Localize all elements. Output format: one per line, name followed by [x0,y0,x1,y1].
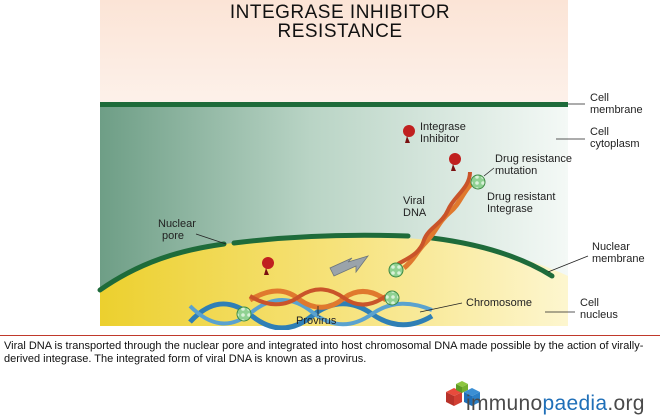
diagram-title-line2: RESISTANCE [277,21,402,42]
provirus-label: Provirus [296,315,337,327]
integrase-inhibitor-icon [403,125,415,143]
provirus-integrase-molecule [236,306,252,322]
caption-divider [0,335,660,336]
transport-arrow [329,255,370,277]
caption-text: Viral DNA is transported through the nuc… [4,340,644,365]
chromosome-integrase-molecule [384,290,400,306]
chromosome-strand-a [188,301,434,330]
nuclear-pore-label-1: Nuclear [158,218,196,230]
cell-cytoplasm-label-2: cytoplasm [590,138,640,150]
cell-membrane-label-1: Cell [590,92,609,104]
mutation-pointer [483,167,495,177]
logo-part-2: paedia [542,392,608,415]
nuclear-membrane-pointer [547,255,589,273]
chromosome-strand-b [188,298,433,327]
extracellular-region [100,0,568,104]
inhibitor-near-dna-icon [449,153,461,171]
drug-resistance-mutation-label-1: Drug resistance [495,153,572,165]
diagram-title-line1: INTEGRASE INHIBITOR [230,2,450,23]
drug-resistance-mutation-label-2: mutation [495,165,537,177]
immunopaedia-logo: immunopaedia.org [440,378,656,418]
cell-membrane-shape [100,102,568,107]
viral-dna-strand-b [396,171,472,266]
nuclear-membrane-right [429,235,555,279]
provirus-strand-b [248,287,388,307]
chromosome-pointer [419,302,463,313]
viral-dna-label-1: Viral [403,195,425,207]
drug-resistant-integrase-label-1: Drug resistant [487,191,555,203]
cell-nucleus-label-2: nucleus [580,309,618,321]
nuclear-membrane-label-2: membrane [592,253,645,265]
nuclear-membrane-label-1: Nuclear [592,241,630,253]
integrase-inhibitor-label-1: Integrase [420,121,466,133]
viral-dna-label-2: DNA [403,207,427,219]
logo-wordmark: immunopaedia.org [466,392,645,416]
drug-resistant-integrase-molecule [470,174,486,190]
nuclear-pore-pointer [195,233,227,245]
provirus-strand-a [248,288,388,310]
cube-logo-icon [446,381,480,406]
nuclear-membrane-middle [231,232,411,246]
drug-resistant-integrase-label-2: Integrase [487,203,533,215]
cell-nucleus-label-1: Cell [580,297,599,309]
logo-part-1: immuno [466,392,543,415]
nuclear-pore-label-2: pore [162,230,184,242]
integrase-diagram: INTEGRASE INHIBITOR RESISTANCE Cell memb… [97,0,645,330]
inhibitor-in-nucleus-icon [262,257,274,275]
cell-membrane-label-2: membrane [590,104,643,116]
integrase-inhibitor-label-2: Inhibitor [420,133,459,145]
cell-cytoplasm-label-1: Cell [590,126,609,138]
chromosome-label: Chromosome [466,297,532,309]
logo-part-3: .org [607,392,645,415]
viral-dna-integrase-molecule [388,262,404,278]
nuclear-membrane-left [97,241,227,293]
